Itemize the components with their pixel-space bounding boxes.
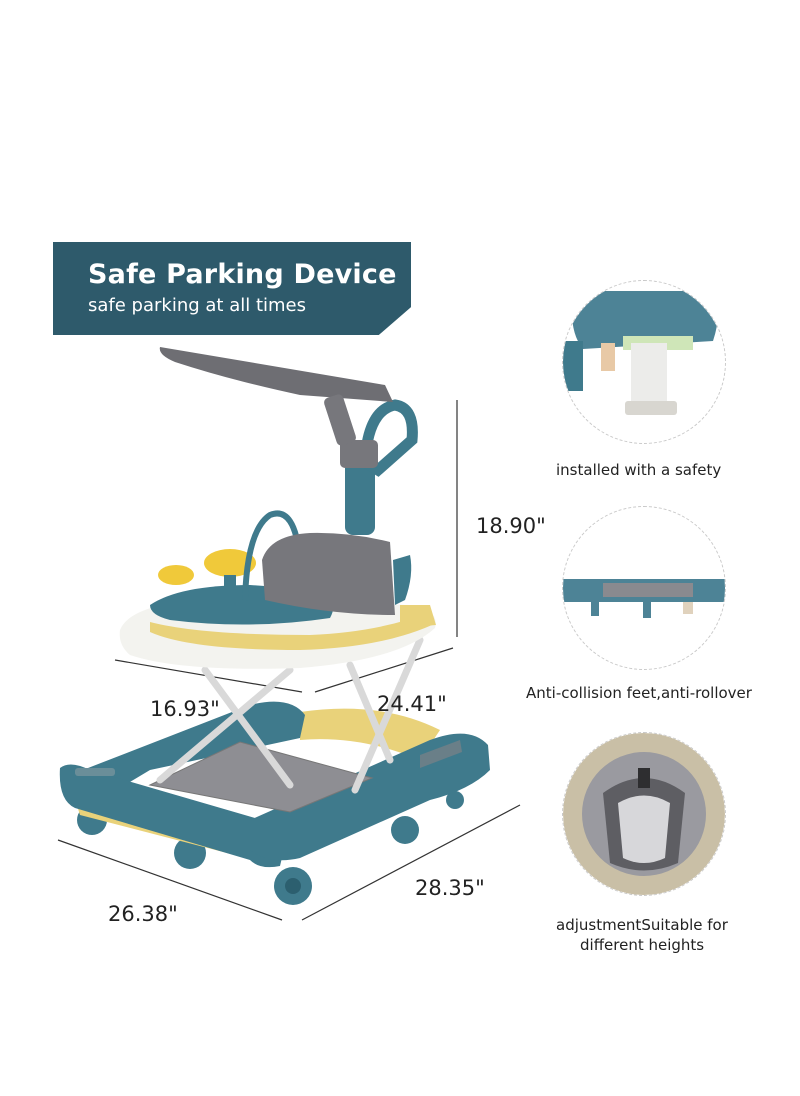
anti-collision-detail-image xyxy=(562,506,726,670)
feature-banner: Safe Parking Device safe parking at all … xyxy=(53,242,411,335)
height-dimension-label: 18.90" xyxy=(476,514,546,538)
banner-subtitle: safe parking at all times xyxy=(88,295,306,316)
parking-brake-detail-image xyxy=(562,280,726,444)
base-width-dimension-label: 28.35" xyxy=(415,876,485,900)
push-handle xyxy=(340,399,418,535)
seat-back xyxy=(262,532,395,615)
feature-caption-adjustment-line1: adjustmentSuitable for xyxy=(556,916,728,934)
seat-adjustment-detail-image xyxy=(562,732,726,896)
dimension-lines xyxy=(57,400,521,921)
feature-caption-anti-collision: Anti-collision feet,anti-rollover xyxy=(526,684,752,702)
tray-width-dimension-label: 24.41" xyxy=(377,692,447,716)
base-depth-dimension-label: 26.38" xyxy=(108,902,178,926)
sun-canopy xyxy=(159,347,393,446)
feature-caption-adjustment-line2: different heights xyxy=(580,936,705,954)
tray-depth-dimension-label: 16.93" xyxy=(150,697,220,721)
walker-base xyxy=(59,701,490,868)
feature-caption-safety: installed with a safety xyxy=(556,461,722,479)
folding-legs xyxy=(156,636,424,794)
banner-title: Safe Parking Device xyxy=(88,259,397,290)
